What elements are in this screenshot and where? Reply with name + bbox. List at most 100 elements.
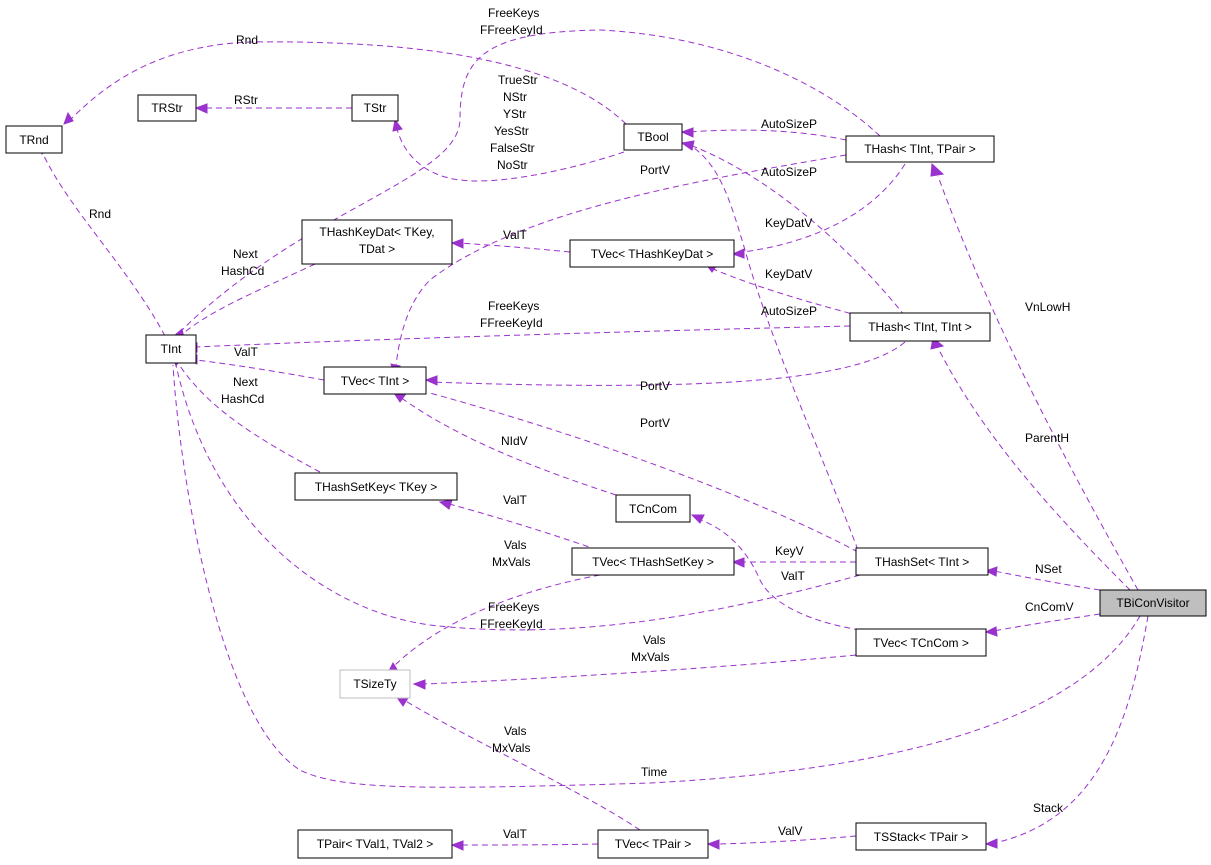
label-mxvals-2: MxVals [631, 650, 669, 664]
label-parenth: ParentH [1025, 431, 1069, 445]
arrow-tcncom [690, 514, 705, 524]
label-valt-hashset: ValT [781, 569, 805, 583]
arrow-tsizety-2 [412, 679, 426, 690]
label-hashcd-1: HashCd [221, 264, 264, 278]
label-nset: NSet [1035, 562, 1062, 576]
arrow-tbool-1 [680, 127, 694, 138]
node-thashsetkey-tkey[interactable]: THashSetKey< TKey > [294, 472, 458, 501]
edge-vnlowh [937, 175, 1139, 591]
edge-strs-tbool [394, 119, 625, 182]
label-rnd-1: Rnd [236, 33, 258, 47]
arrow-tvec-thashkeydat-1 [731, 248, 745, 259]
label-freekeys-3: FreeKeys [488, 600, 539, 614]
label-ffreekeyid-1: FFreeKeyId [480, 23, 543, 37]
edge-freekeys-hash-pair [175, 29, 881, 337]
node-thash-tint-tint[interactable]: THash< TInt, TInt > [849, 312, 991, 342]
node-thashset-tint[interactable]: THashSet< TInt > [855, 547, 989, 576]
edge-portv-hash-pair [395, 154, 847, 367]
node-tint[interactable]: TInt [145, 334, 197, 364]
node-tsstack-tpair[interactable]: TSStack< TPair > [855, 822, 987, 851]
node-thash-tint-tint-label: THash< TInt, TInt > [868, 320, 972, 334]
edge-parenth [937, 347, 1131, 591]
arrow-vnlowh [930, 162, 945, 177]
edge-vals-tvec-tcncom [423, 654, 857, 685]
edge-autosizep-hash-int [689, 144, 906, 317]
edge-nset [993, 570, 1101, 591]
edge-cncomv [993, 613, 1101, 632]
edge-next-hashsetkey [179, 365, 321, 473]
node-tvec-thashsetkey[interactable]: TVec< THashSetKey > [571, 547, 735, 576]
node-trstr-label: TRStr [151, 101, 182, 115]
node-tstr-label: TStr [364, 101, 387, 115]
node-tstr[interactable]: TStr [351, 94, 399, 122]
edge-valt-thashkeydat [457, 242, 571, 253]
node-trnd-label: TRnd [19, 133, 48, 147]
arrow-nset [984, 566, 998, 577]
node-tvec-tpair[interactable]: TVec< TPair > [597, 829, 709, 859]
node-tsizety[interactable]: TSizeTy [339, 669, 411, 699]
label-freekeys-2: FreeKeys [488, 299, 539, 313]
edge-valt-tpair [461, 843, 599, 846]
edge-next-thashkeydat [179, 263, 316, 337]
arrow-valt-tpair [450, 840, 464, 851]
node-thash-tint-tpair[interactable]: THash< TInt, TPair > [845, 135, 995, 163]
node-tbool[interactable]: TBool [623, 123, 683, 151]
node-tbiconvisitor[interactable]: TBiConVisitor [1099, 589, 1207, 617]
edge-valt-tint [195, 359, 325, 381]
node-tvec-tcncom[interactable]: TVec< TCnCom > [855, 628, 987, 657]
edge-valv [717, 835, 857, 845]
label-mxvals-3: MxVals [492, 741, 530, 755]
label-falsestr: FalseStr [490, 141, 535, 155]
node-tvec-thashkeydat[interactable]: TVec< THashKeyDat > [569, 239, 735, 268]
edge-portv-hashset [429, 392, 859, 553]
edge-time [172, 364, 1141, 788]
node-tcncom-label: TCnCom [629, 502, 677, 516]
node-thashsetkey-tkey-label: THashSetKey< TKey > [315, 480, 438, 494]
node-trstr[interactable]: TRStr [137, 94, 197, 122]
label-truestr: TrueStr [498, 73, 538, 87]
label-vals-2: Vals [643, 633, 665, 647]
arrow-valv [706, 839, 720, 850]
arrow-tvec-tint-2 [424, 375, 438, 386]
label-time: Time [641, 765, 668, 779]
label-cncomv: CnComV [1025, 600, 1074, 614]
label-rstr: RStr [234, 93, 258, 107]
label-portv-3: PortV [640, 416, 670, 430]
edge-autosizep-hashset [689, 144, 859, 551]
label-autosizep-1: AutoSizeP [761, 117, 817, 131]
node-thashkeydat-label-1: THashKeyDat< TKey, [319, 225, 434, 239]
node-tpair-tval1-tval2[interactable]: TPair< TVal1, TVal2 > [297, 829, 453, 859]
label-freekeys-1: FreeKeys [488, 6, 539, 20]
label-vals-1: Vals [504, 538, 526, 552]
label-nidv: NIdV [501, 434, 528, 448]
edge-labels: VnLowH ParentH NSet CnComV Stack Time Va… [89, 6, 1074, 841]
arrow-thashsetkey [438, 499, 453, 510]
edge-stack [993, 615, 1149, 844]
label-stack: Stack [1033, 801, 1064, 815]
arrow-cncomv [984, 626, 998, 637]
edge-rnd-tbool [67, 41, 627, 125]
label-keyv: KeyV [775, 544, 804, 558]
label-autosizep-2: AutoSizeP [761, 165, 817, 179]
arrow-trstr [194, 103, 208, 114]
edge-nidv [399, 396, 617, 496]
label-next-2: Next [233, 375, 258, 389]
label-nstr: NStr [503, 90, 527, 104]
node-thashkeydat[interactable]: THashKeyDat< TKey, TDat > [301, 219, 453, 265]
node-thash-tint-tpair-label: THash< TInt, TPair > [864, 142, 976, 156]
node-tcncom[interactable]: TCnCom [615, 494, 691, 523]
node-tvec-tint-label: TVec< TInt > [341, 374, 409, 388]
edge-vals-tvec-thashsetkey [391, 574, 601, 669]
edge-autosizep-hash-pair [689, 129, 847, 141]
label-valt-tpair: ValT [503, 827, 527, 841]
label-next-1: Next [233, 247, 258, 261]
arrow-tbool-2 [680, 140, 695, 151]
label-hashcd-2: HashCd [221, 392, 264, 406]
edge-keydatv-hash-pair [741, 163, 906, 253]
label-keydatv-1: KeyDatV [765, 216, 812, 230]
node-trnd[interactable]: TRnd [5, 125, 63, 154]
node-tvec-tint[interactable]: TVec< TInt > [323, 366, 427, 395]
node-tvec-tpair-label: TVec< TPair > [615, 837, 691, 851]
arrow-stack [984, 838, 998, 849]
